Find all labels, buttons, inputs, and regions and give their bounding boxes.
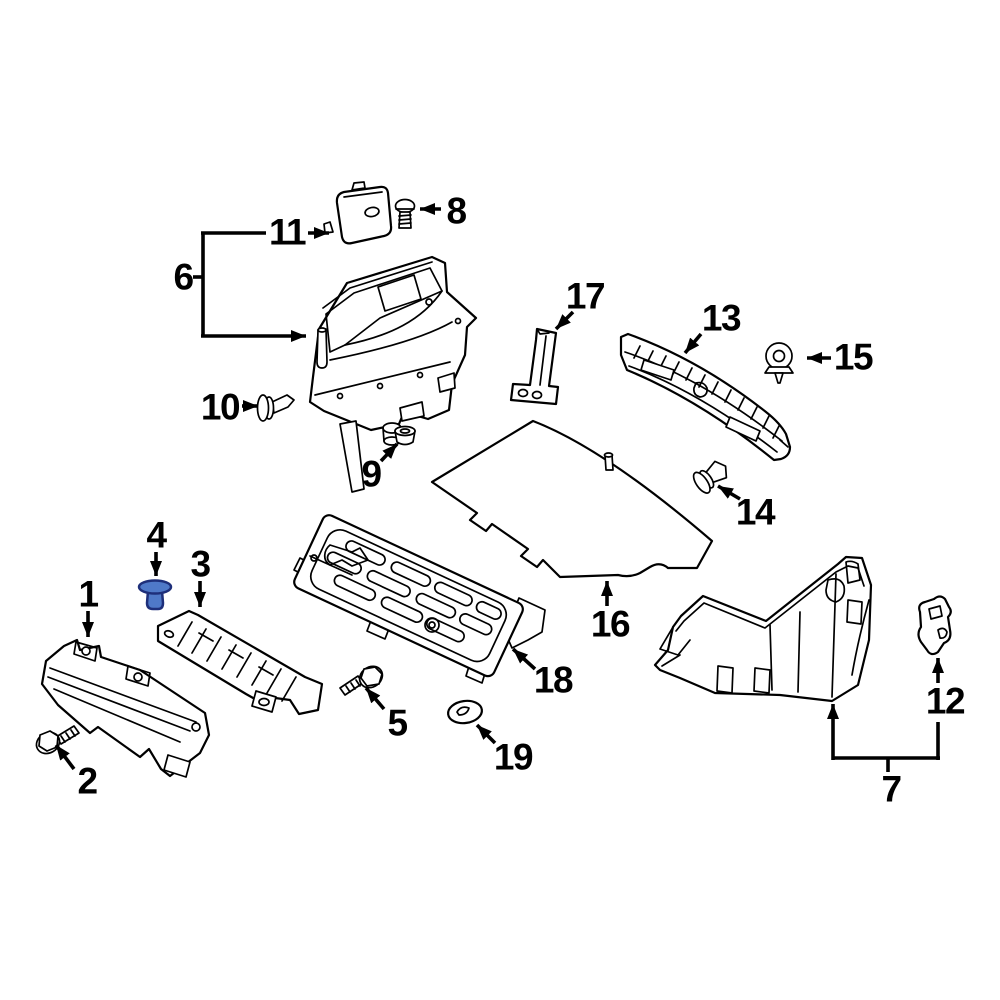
- part-13-sill-plate-drawing: [619, 332, 792, 462]
- part-19-oval-grommet-drawing: [446, 699, 484, 725]
- part-2-bolt-drawing: [35, 725, 80, 755]
- callout-label-1: 1: [78, 573, 99, 615]
- part-10-push-pin-drawing: [256, 394, 295, 422]
- callout-label-13: 13: [701, 297, 742, 339]
- callout-arrow-2: [54, 743, 76, 771]
- callout-label-15: 15: [833, 336, 874, 378]
- callout-label-8: 8: [446, 190, 467, 232]
- part-12-pad-drawing: [917, 595, 952, 656]
- part-8-screw-drawing: [394, 198, 416, 229]
- callout-label-7: 7: [881, 768, 902, 810]
- part-6-quarter-trim-drawing: [308, 255, 478, 493]
- callout-arrow-13: [683, 332, 703, 355]
- part-9-grommet-cap-drawing: [394, 425, 416, 446]
- part-18-floor-panel-drawing: [293, 514, 546, 684]
- part-5-bolt-drawing: [339, 665, 384, 696]
- callout-arrow-14: [717, 484, 741, 501]
- part-1-trim-panel-drawing: [40, 638, 211, 778]
- part-4-highlighted-push-pin-drawing: [137, 579, 173, 611]
- part-7-side-trim-drawing: [653, 555, 873, 703]
- callout-label-14: 14: [735, 491, 776, 533]
- callout-label-10: 10: [200, 386, 241, 428]
- callout-bracket-7: [827, 658, 944, 772]
- callout-label-4: 4: [146, 514, 167, 556]
- callout-arrow-17: [554, 310, 575, 331]
- part-3-corrugated-pad-drawing: [156, 609, 324, 716]
- part-15-clip-drawing: [764, 342, 794, 384]
- callout-bracket-6: [193, 227, 329, 342]
- part-16-cargo-mat-drawing: [430, 419, 714, 579]
- callout-arrow-18: [511, 647, 537, 671]
- callout-arrow-19: [475, 723, 497, 745]
- part-14-push-pin-drawing: [692, 460, 728, 494]
- part-17-bracket-drawing: [509, 327, 560, 406]
- callout-label-2: 2: [77, 760, 98, 802]
- callout-label-11: 11: [268, 211, 307, 253]
- callout-label-16: 16: [590, 603, 631, 645]
- callout-arrows: [54, 203, 831, 771]
- part-11-flap-drawing: [323, 181, 393, 245]
- callout-label-18: 18: [533, 659, 574, 701]
- callout-label-3: 3: [190, 543, 211, 585]
- callout-label-12: 12: [925, 680, 966, 722]
- callout-arrow-9: [379, 442, 399, 463]
- callout-label-6: 6: [173, 256, 194, 298]
- callout-label-19: 19: [493, 736, 534, 778]
- callout-label-9: 9: [361, 453, 382, 495]
- callout-arrow-5: [364, 686, 386, 711]
- callout-label-5: 5: [387, 702, 408, 744]
- callout-label-17: 17: [565, 275, 606, 317]
